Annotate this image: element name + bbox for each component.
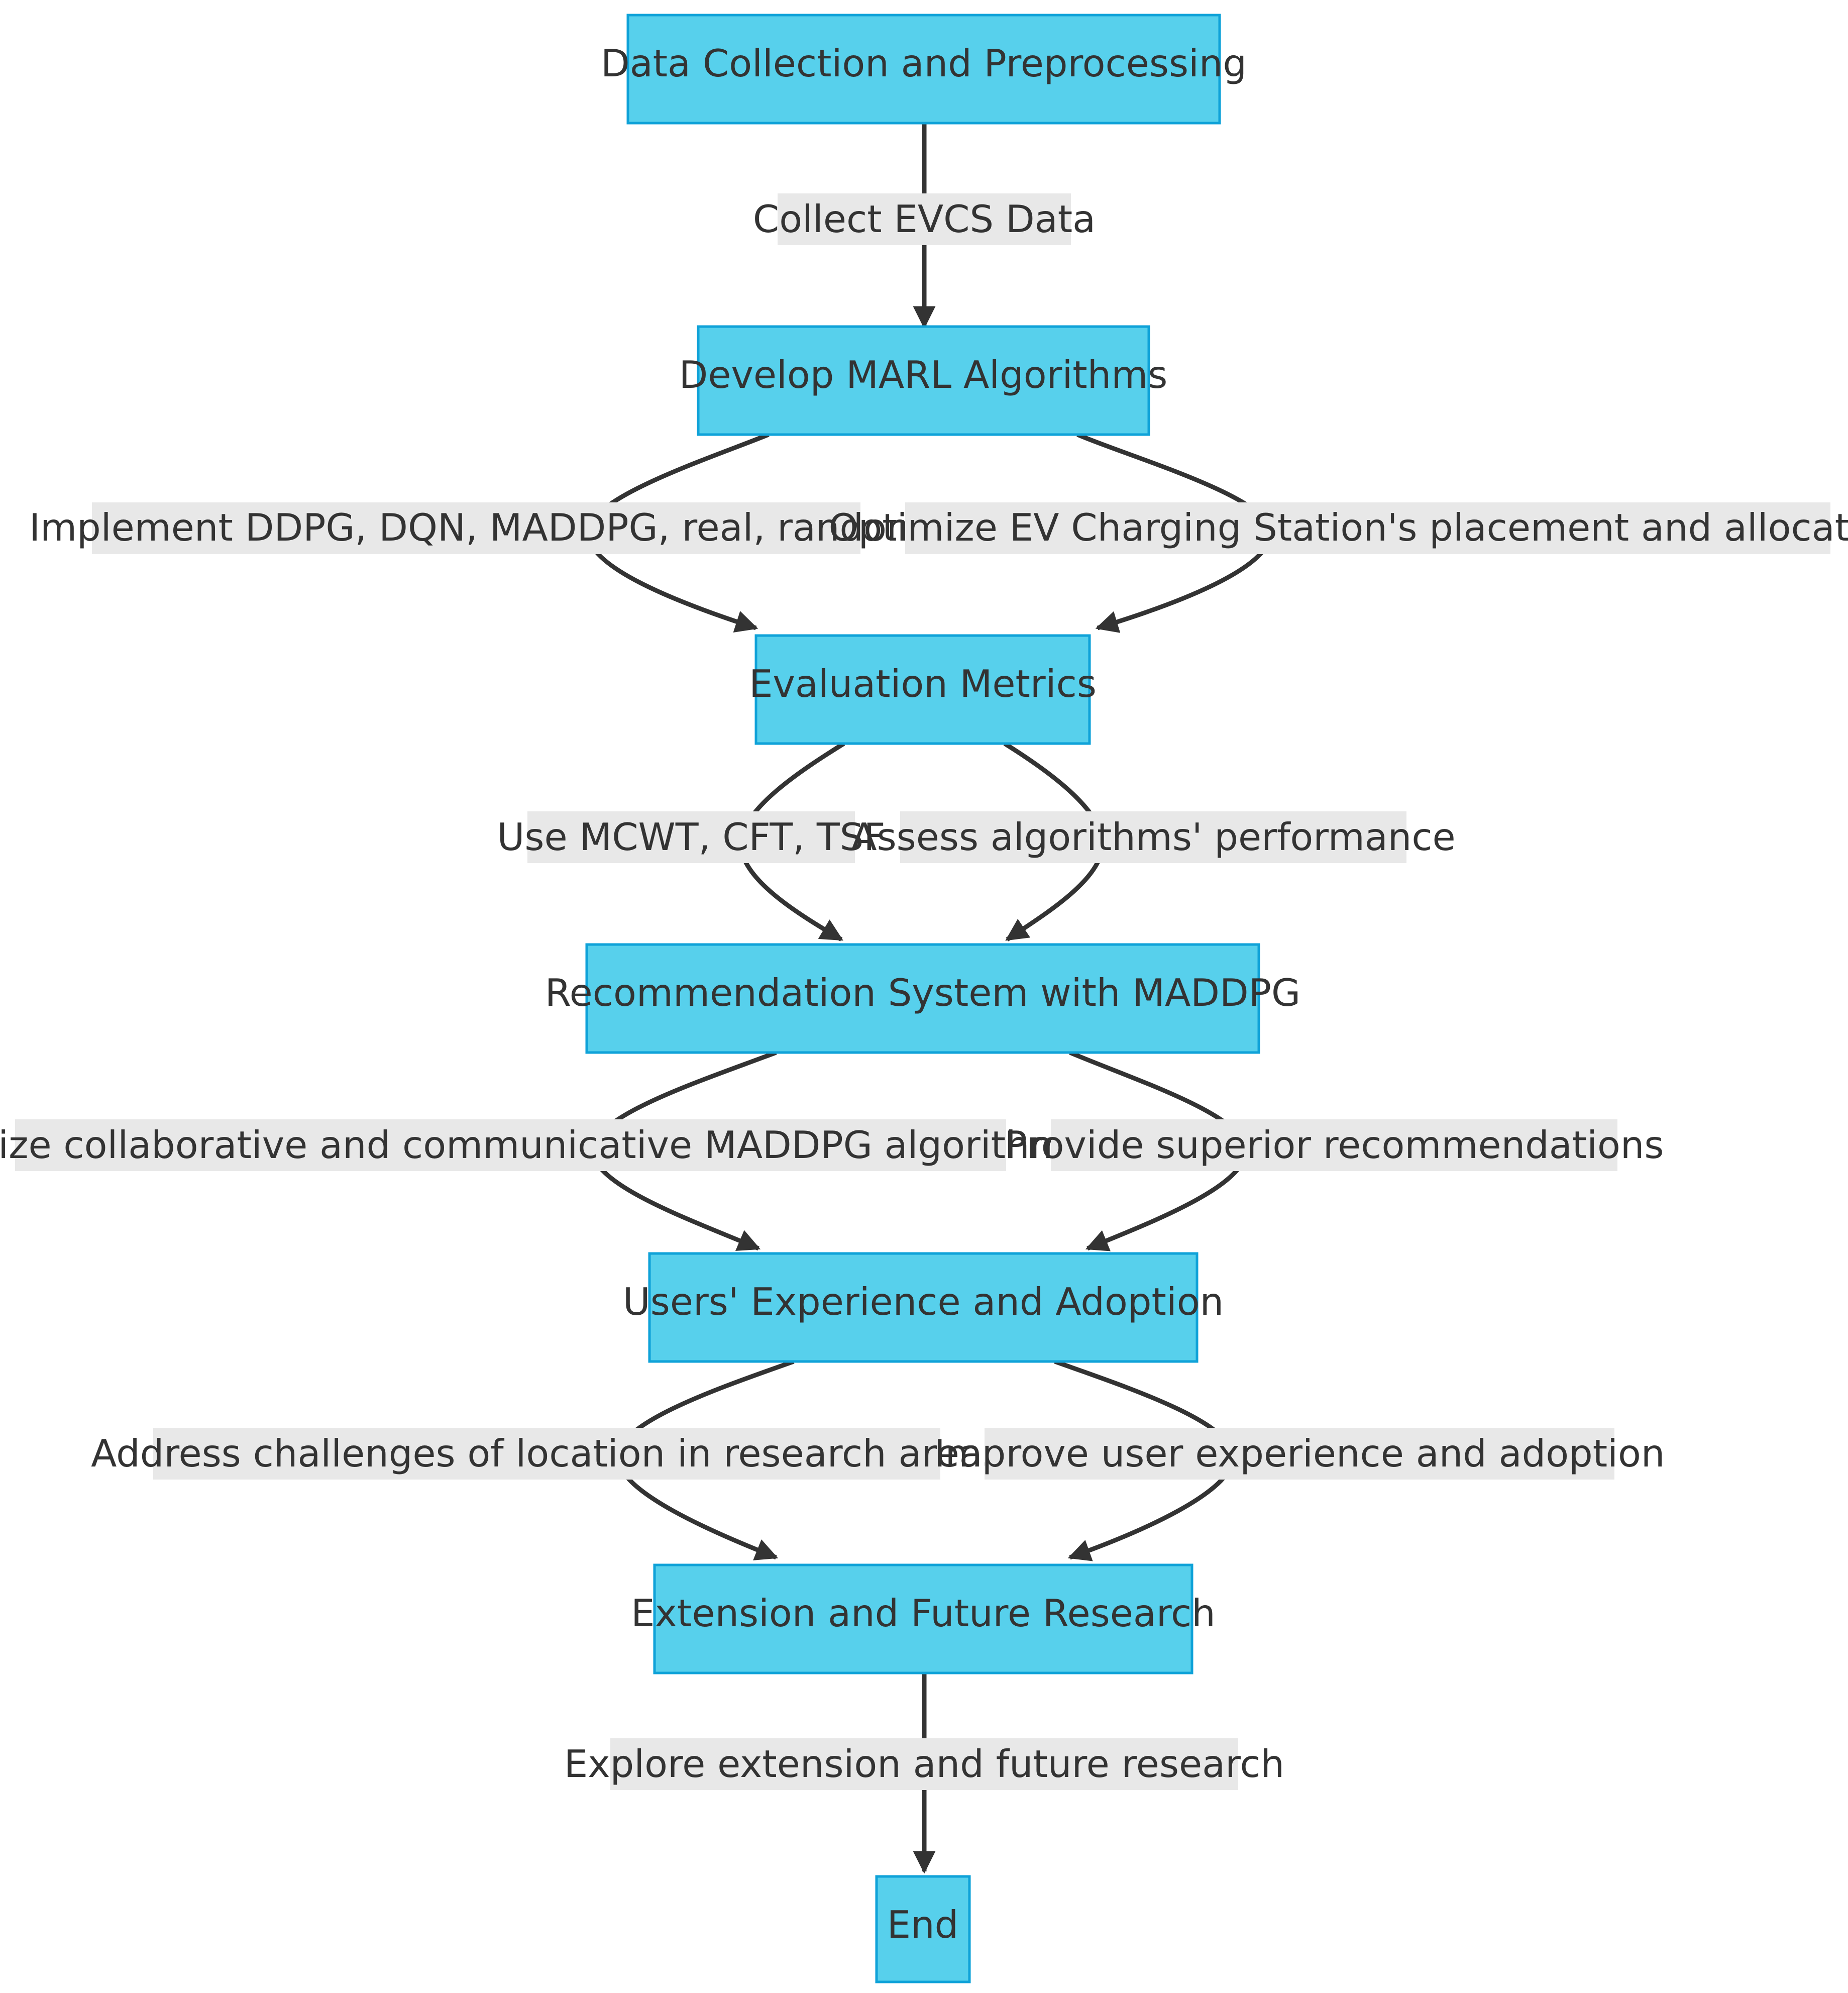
svg-text:Develop MARL Algorithms: Develop MARL Algorithms <box>679 353 1168 397</box>
edge-label-optimize: Optimize EV Charging Station's placement… <box>829 502 1848 554</box>
node-develop-marl[interactable]: Develop MARL Algorithms <box>679 325 1168 436</box>
edge-label-assess: Assess algorithms' performance <box>851 811 1456 863</box>
svg-text:Address challenges of location: Address challenges of location in resear… <box>91 1431 1002 1476</box>
svg-text:Recommendation System with MAD: Recommendation System with MADDPG <box>545 971 1300 1015</box>
svg-text:Implement DDPG, DQN, MADDPG, r: Implement DDPG, DQN, MADDPG, real, rando… <box>29 505 923 550</box>
svg-text:Provide superior recommendatio: Provide superior recommendations <box>1005 1123 1664 1167</box>
node-data-collection[interactable]: Data Collection and Preprocessing <box>601 14 1247 125</box>
node-evaluation-metrics[interactable]: Evaluation Metrics <box>749 634 1097 745</box>
node-extension-research[interactable]: Extension and Future Research <box>631 1563 1216 1674</box>
svg-text:Optimize EV Charging Station's: Optimize EV Charging Station's placement… <box>829 505 1848 550</box>
edge-label-implement: Implement DDPG, DQN, MADDPG, real, rando… <box>29 502 923 554</box>
edge-label-collect: Collect EVCS Data <box>753 193 1096 245</box>
svg-text:Assess algorithms' performance: Assess algorithms' performance <box>851 815 1455 859</box>
edge-label-improve: Improve user experience and adoption <box>934 1428 1665 1480</box>
edge-label-utilize: Utilize collaborative and communicative … <box>0 1119 1086 1171</box>
svg-text:Users' Experience and Adoption: Users' Experience and Adoption <box>623 1280 1224 1324</box>
svg-text:Utilize collaborative and comm: Utilize collaborative and communicative … <box>0 1123 1086 1167</box>
edge-label-use-metrics: Use MCWT, CFT, TSF <box>497 811 886 863</box>
svg-text:Collect EVCS Data: Collect EVCS Data <box>753 197 1096 241</box>
node-recommendation-system[interactable]: Recommendation System with MADDPG <box>545 943 1300 1054</box>
node-end[interactable]: End <box>875 1875 971 1983</box>
svg-text:Use MCWT, CFT, TSF: Use MCWT, CFT, TSF <box>497 815 886 859</box>
svg-text:Improve user experience and ad: Improve user experience and adoption <box>934 1431 1665 1476</box>
svg-text:Explore extension and future r: Explore extension and future research <box>564 1742 1284 1786</box>
edge-label-explore: Explore extension and future research <box>564 1738 1284 1790</box>
edge-label-address: Address challenges of location in resear… <box>91 1428 1002 1480</box>
svg-text:Data Collection and Preprocess: Data Collection and Preprocessing <box>601 41 1247 85</box>
edge-label-provide: Provide superior recommendations <box>1005 1119 1664 1171</box>
svg-text:End: End <box>887 1903 959 1947</box>
svg-text:Evaluation Metrics: Evaluation Metrics <box>749 662 1097 706</box>
svg-text:Extension and Future Research: Extension and Future Research <box>631 1591 1216 1635</box>
node-users-experience[interactable]: Users' Experience and Adoption <box>623 1252 1224 1363</box>
